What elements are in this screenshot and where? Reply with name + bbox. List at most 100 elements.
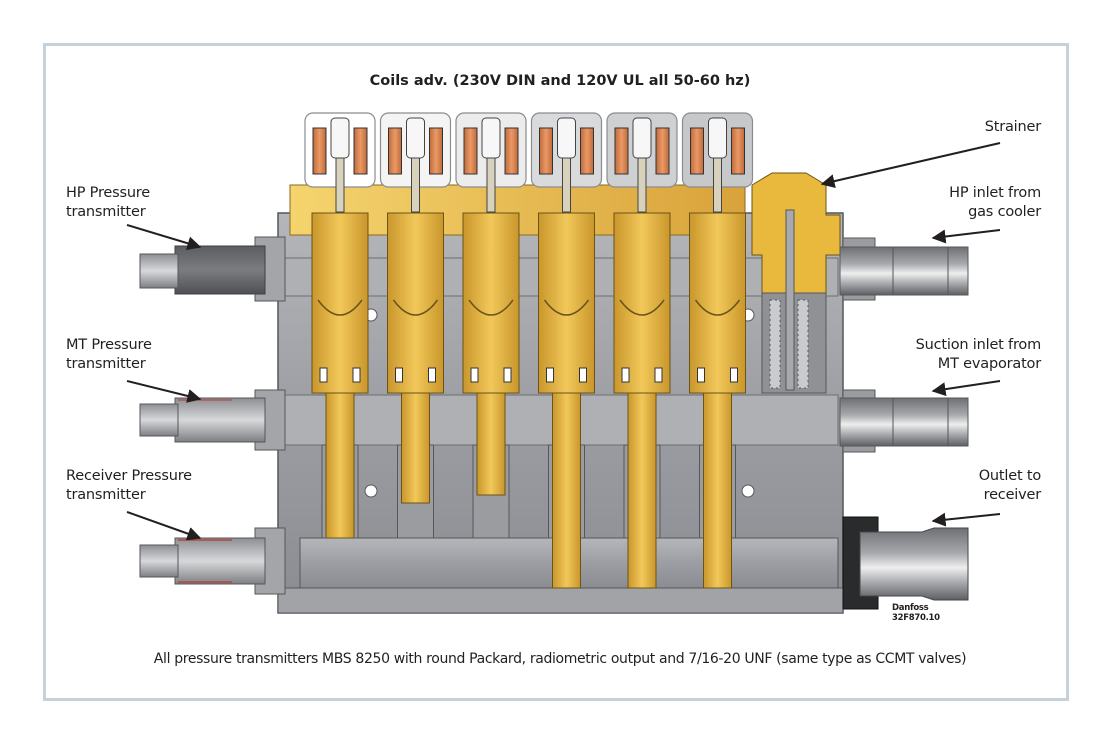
- suction-inlet-port: [839, 389, 969, 453]
- cartridge-seat: [543, 299, 590, 316]
- label-line: Outlet to: [978, 468, 1041, 484]
- outlet-tube: [627, 392, 657, 589]
- seal: [503, 367, 512, 383]
- seal: [319, 367, 328, 383]
- label-line: MT evaporator: [937, 356, 1041, 372]
- label-line: transmitter: [66, 204, 146, 220]
- label-line: Suction inlet from: [915, 337, 1042, 353]
- armature-tube: [557, 117, 576, 159]
- valve-cartridge: [689, 212, 746, 394]
- mt-pressure-transmitter: [139, 389, 286, 451]
- label-line: transmitter: [66, 356, 146, 372]
- valve-group: [304, 112, 754, 589]
- hp-pressure-transmitter: [139, 236, 286, 302]
- solenoid-valve: [530, 112, 603, 589]
- outlet-tube: [703, 392, 732, 589]
- arrow-receiver-transmitter: [126, 511, 202, 541]
- label-strainer: Strainer: [985, 118, 1041, 137]
- seal: [697, 367, 705, 383]
- label-line: HP Pressure: [66, 185, 150, 201]
- label-line: receiver: [983, 487, 1042, 503]
- coil-winding: [504, 127, 519, 175]
- plunger: [486, 157, 496, 213]
- armature-tube: [708, 117, 727, 159]
- armature-tube: [330, 117, 350, 159]
- plunger: [411, 157, 420, 213]
- label-line: MT Pressure: [66, 337, 152, 353]
- label-line: Receiver Pressure: [66, 468, 192, 484]
- seal: [579, 367, 587, 383]
- outlet-tube: [401, 392, 430, 504]
- label-receiver-outlet: Outlet to receiver: [979, 467, 1041, 505]
- footer-note: All pressure transmitters MBS 8250 with …: [153, 651, 967, 667]
- seal: [546, 367, 554, 383]
- label-mt-pressure-transmitter: MT Pressure transmitter: [66, 336, 152, 374]
- danfoss-logo: Danfoss 32F870.10: [892, 603, 940, 623]
- plunger: [335, 157, 345, 213]
- receiver-outlet-port: [842, 516, 969, 610]
- valve-cartridge: [462, 212, 520, 394]
- valve-cartridge: [613, 212, 671, 394]
- plunger: [637, 157, 647, 213]
- coil-winding: [690, 127, 704, 175]
- arrow-strainer: [820, 142, 1001, 188]
- hp-inlet-port: [839, 237, 969, 301]
- coil-winding: [353, 127, 368, 175]
- valve-cartridge: [311, 212, 369, 394]
- label-line: Strainer: [984, 119, 1041, 135]
- label-line: HP inlet from: [949, 185, 1041, 201]
- armature-tube: [406, 117, 425, 159]
- label-hp-inlet: HP inlet from gas cooler: [949, 184, 1041, 222]
- receiver-pressure-transmitter: [139, 527, 286, 595]
- cartridge-seat: [694, 299, 741, 316]
- coil-winding: [429, 127, 443, 175]
- strainer: [751, 172, 841, 394]
- solenoid-valve: [606, 112, 678, 589]
- label-line: gas cooler: [968, 204, 1041, 220]
- coil-winding: [731, 127, 745, 175]
- outlet-tube: [552, 392, 581, 589]
- seal: [470, 367, 479, 383]
- arrow-suction-inlet: [931, 380, 1001, 397]
- outlet-tube: [325, 392, 355, 539]
- seal: [621, 367, 630, 383]
- valve-cartridge: [387, 212, 444, 394]
- cartridge-seat: [317, 299, 363, 316]
- label-suction-inlet: Suction inlet from MT evaporator: [915, 336, 1042, 374]
- coil-winding: [312, 127, 327, 175]
- outlet-tube: [476, 392, 506, 496]
- seal: [428, 367, 436, 383]
- plunger: [562, 157, 571, 213]
- arrow-mt-transmitter: [126, 380, 202, 403]
- coil-winding: [614, 127, 629, 175]
- seal: [352, 367, 361, 383]
- seal: [730, 367, 738, 383]
- solenoid-valve: [304, 112, 376, 539]
- cartridge-seat: [619, 299, 665, 316]
- logo-brand: Danfoss: [892, 603, 929, 613]
- cartridge-seat: [468, 299, 514, 316]
- valve-cartridge: [538, 212, 595, 394]
- solenoid-valve: [455, 112, 527, 539]
- label-line: transmitter: [66, 487, 146, 503]
- coil-winding: [655, 127, 670, 175]
- diagram-title: Coils adv. (230V DIN and 120V UL all 50-…: [369, 73, 751, 89]
- arrow-hp-transmitter: [126, 224, 202, 251]
- solenoid-valve: [379, 112, 452, 539]
- diagram-frame: [43, 43, 1069, 701]
- cartridge-seat: [392, 299, 439, 316]
- coil-winding: [463, 127, 478, 175]
- seal: [395, 367, 403, 383]
- label-hp-pressure-transmitter: HP Pressure transmitter: [66, 184, 150, 222]
- coil-winding: [580, 127, 594, 175]
- arrow-receiver-outlet: [931, 512, 1001, 527]
- solenoid-valve: [681, 112, 754, 589]
- coil-winding: [539, 127, 553, 175]
- coil-winding: [388, 127, 402, 175]
- armature-tube: [481, 117, 501, 159]
- arrow-hp-inlet: [931, 229, 1001, 244]
- logo-code: 32F870.10: [892, 613, 940, 623]
- label-receiver-pressure-transmitter: Receiver Pressure transmitter: [66, 467, 192, 505]
- seal: [654, 367, 663, 383]
